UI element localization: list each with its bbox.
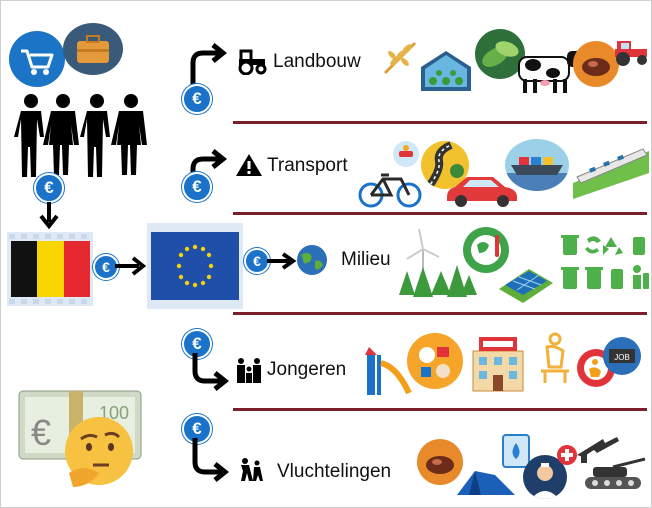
tent-icon: [457, 471, 515, 495]
solar-panel-icon: [499, 269, 553, 303]
bicycle-icon: [358, 173, 422, 208]
refugees-icon: [241, 458, 263, 481]
people-icon: [14, 94, 147, 177]
greenhouse-icon: [421, 51, 471, 91]
euro-badge: €: [34, 173, 64, 203]
row-separator: [233, 408, 647, 411]
medical-cross-icon: [557, 445, 577, 465]
recycling-icon: [561, 235, 649, 289]
doctor-icon: [523, 455, 567, 499]
toys-icon: [407, 333, 463, 389]
euro-badge: €: [93, 254, 119, 280]
category-label-agriculture: Landbouw: [273, 51, 361, 72]
warning-icon: [236, 154, 262, 176]
branch-arrow-refugees: [192, 438, 230, 482]
water-icon: [502, 434, 530, 468]
euro-badge: €: [182, 84, 212, 114]
globe-icon: [297, 245, 327, 275]
student-icon: [541, 332, 569, 383]
branch-arrow-youth: [192, 353, 230, 391]
family-icon: [237, 358, 261, 383]
meat-icon: [573, 41, 619, 87]
road-icon: [421, 141, 469, 189]
wheat-icon: [383, 41, 417, 75]
svg-text:JOB: JOB: [614, 353, 630, 362]
category-label-youth: Jongeren: [267, 359, 347, 380]
car-icon: [447, 177, 517, 207]
svg-text:€: €: [31, 412, 51, 453]
arrow-right-icon: [267, 252, 297, 270]
row-separator: [233, 121, 647, 124]
category-label-transport: Transport: [267, 155, 348, 176]
tractor-icon: [238, 49, 267, 75]
cow-icon: [518, 51, 581, 93]
forest-windmill-icon: [399, 228, 477, 297]
eu-flag-icon: [147, 223, 243, 309]
category-label-environment: Milieu: [341, 249, 391, 270]
weapons-tank-icon: [577, 437, 646, 489]
arrow-down-icon: [39, 202, 59, 230]
job-sign-icon: JOB: [603, 337, 641, 375]
eco-globe-icon: [463, 227, 509, 273]
leaves-icon: [475, 29, 525, 79]
belgian-flag-icon: [7, 232, 93, 306]
thinking-face-icon: [59, 413, 139, 493]
arrow-right-icon: [115, 256, 147, 276]
branch-arrow-agriculture: [190, 43, 228, 105]
food-icon: [417, 439, 463, 485]
shopping-cart-icon: [9, 31, 65, 87]
ship-icon: [505, 139, 569, 191]
row-separator: [233, 312, 647, 315]
branch-arrow-transport: [190, 149, 228, 195]
school-icon: [472, 337, 524, 392]
euro-badge: €: [182, 172, 212, 202]
car-crash-icon: [393, 141, 419, 167]
briefcase-icon: [63, 23, 123, 75]
tractor-red-icon: [615, 41, 647, 66]
category-label-refugees: Vluchtelingen: [277, 461, 392, 482]
playground-slide-icon: [365, 347, 412, 395]
train-icon: [573, 148, 649, 199]
row-separator: [233, 212, 647, 215]
